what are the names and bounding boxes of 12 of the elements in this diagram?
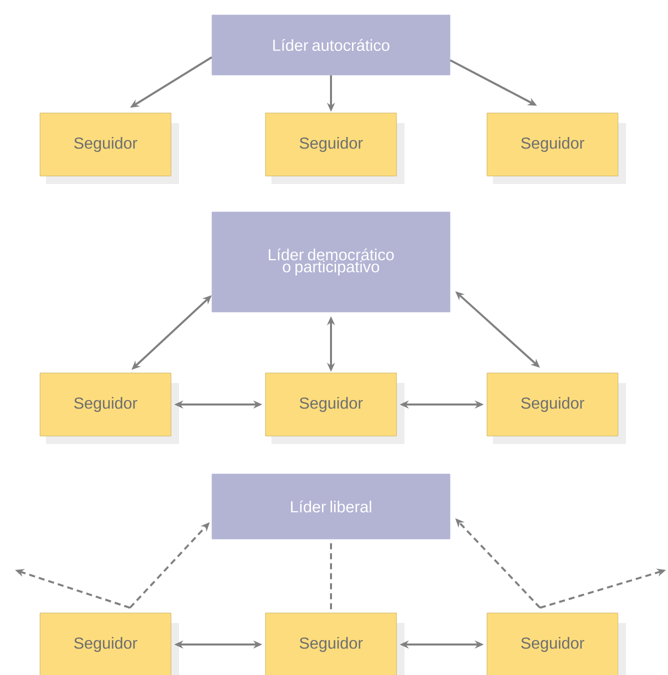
follower-box: Seguidor: [265, 612, 397, 675]
follower-box: Seguidor: [486, 372, 618, 436]
follower-box: Seguidor: [486, 612, 618, 675]
follower-box: Seguidor: [40, 612, 172, 675]
follower-box: Seguidor: [40, 112, 172, 176]
leader-box: Líder liberal: [212, 474, 450, 540]
leader-box: Líder democrático o participativo: [212, 212, 450, 312]
follower-box: Seguidor: [265, 372, 397, 436]
follower-box: Seguidor: [486, 112, 618, 176]
follower-box: Seguidor: [265, 112, 397, 176]
follower-box: Seguidor: [40, 372, 172, 436]
leader-box: Líder autocrático: [212, 14, 450, 76]
